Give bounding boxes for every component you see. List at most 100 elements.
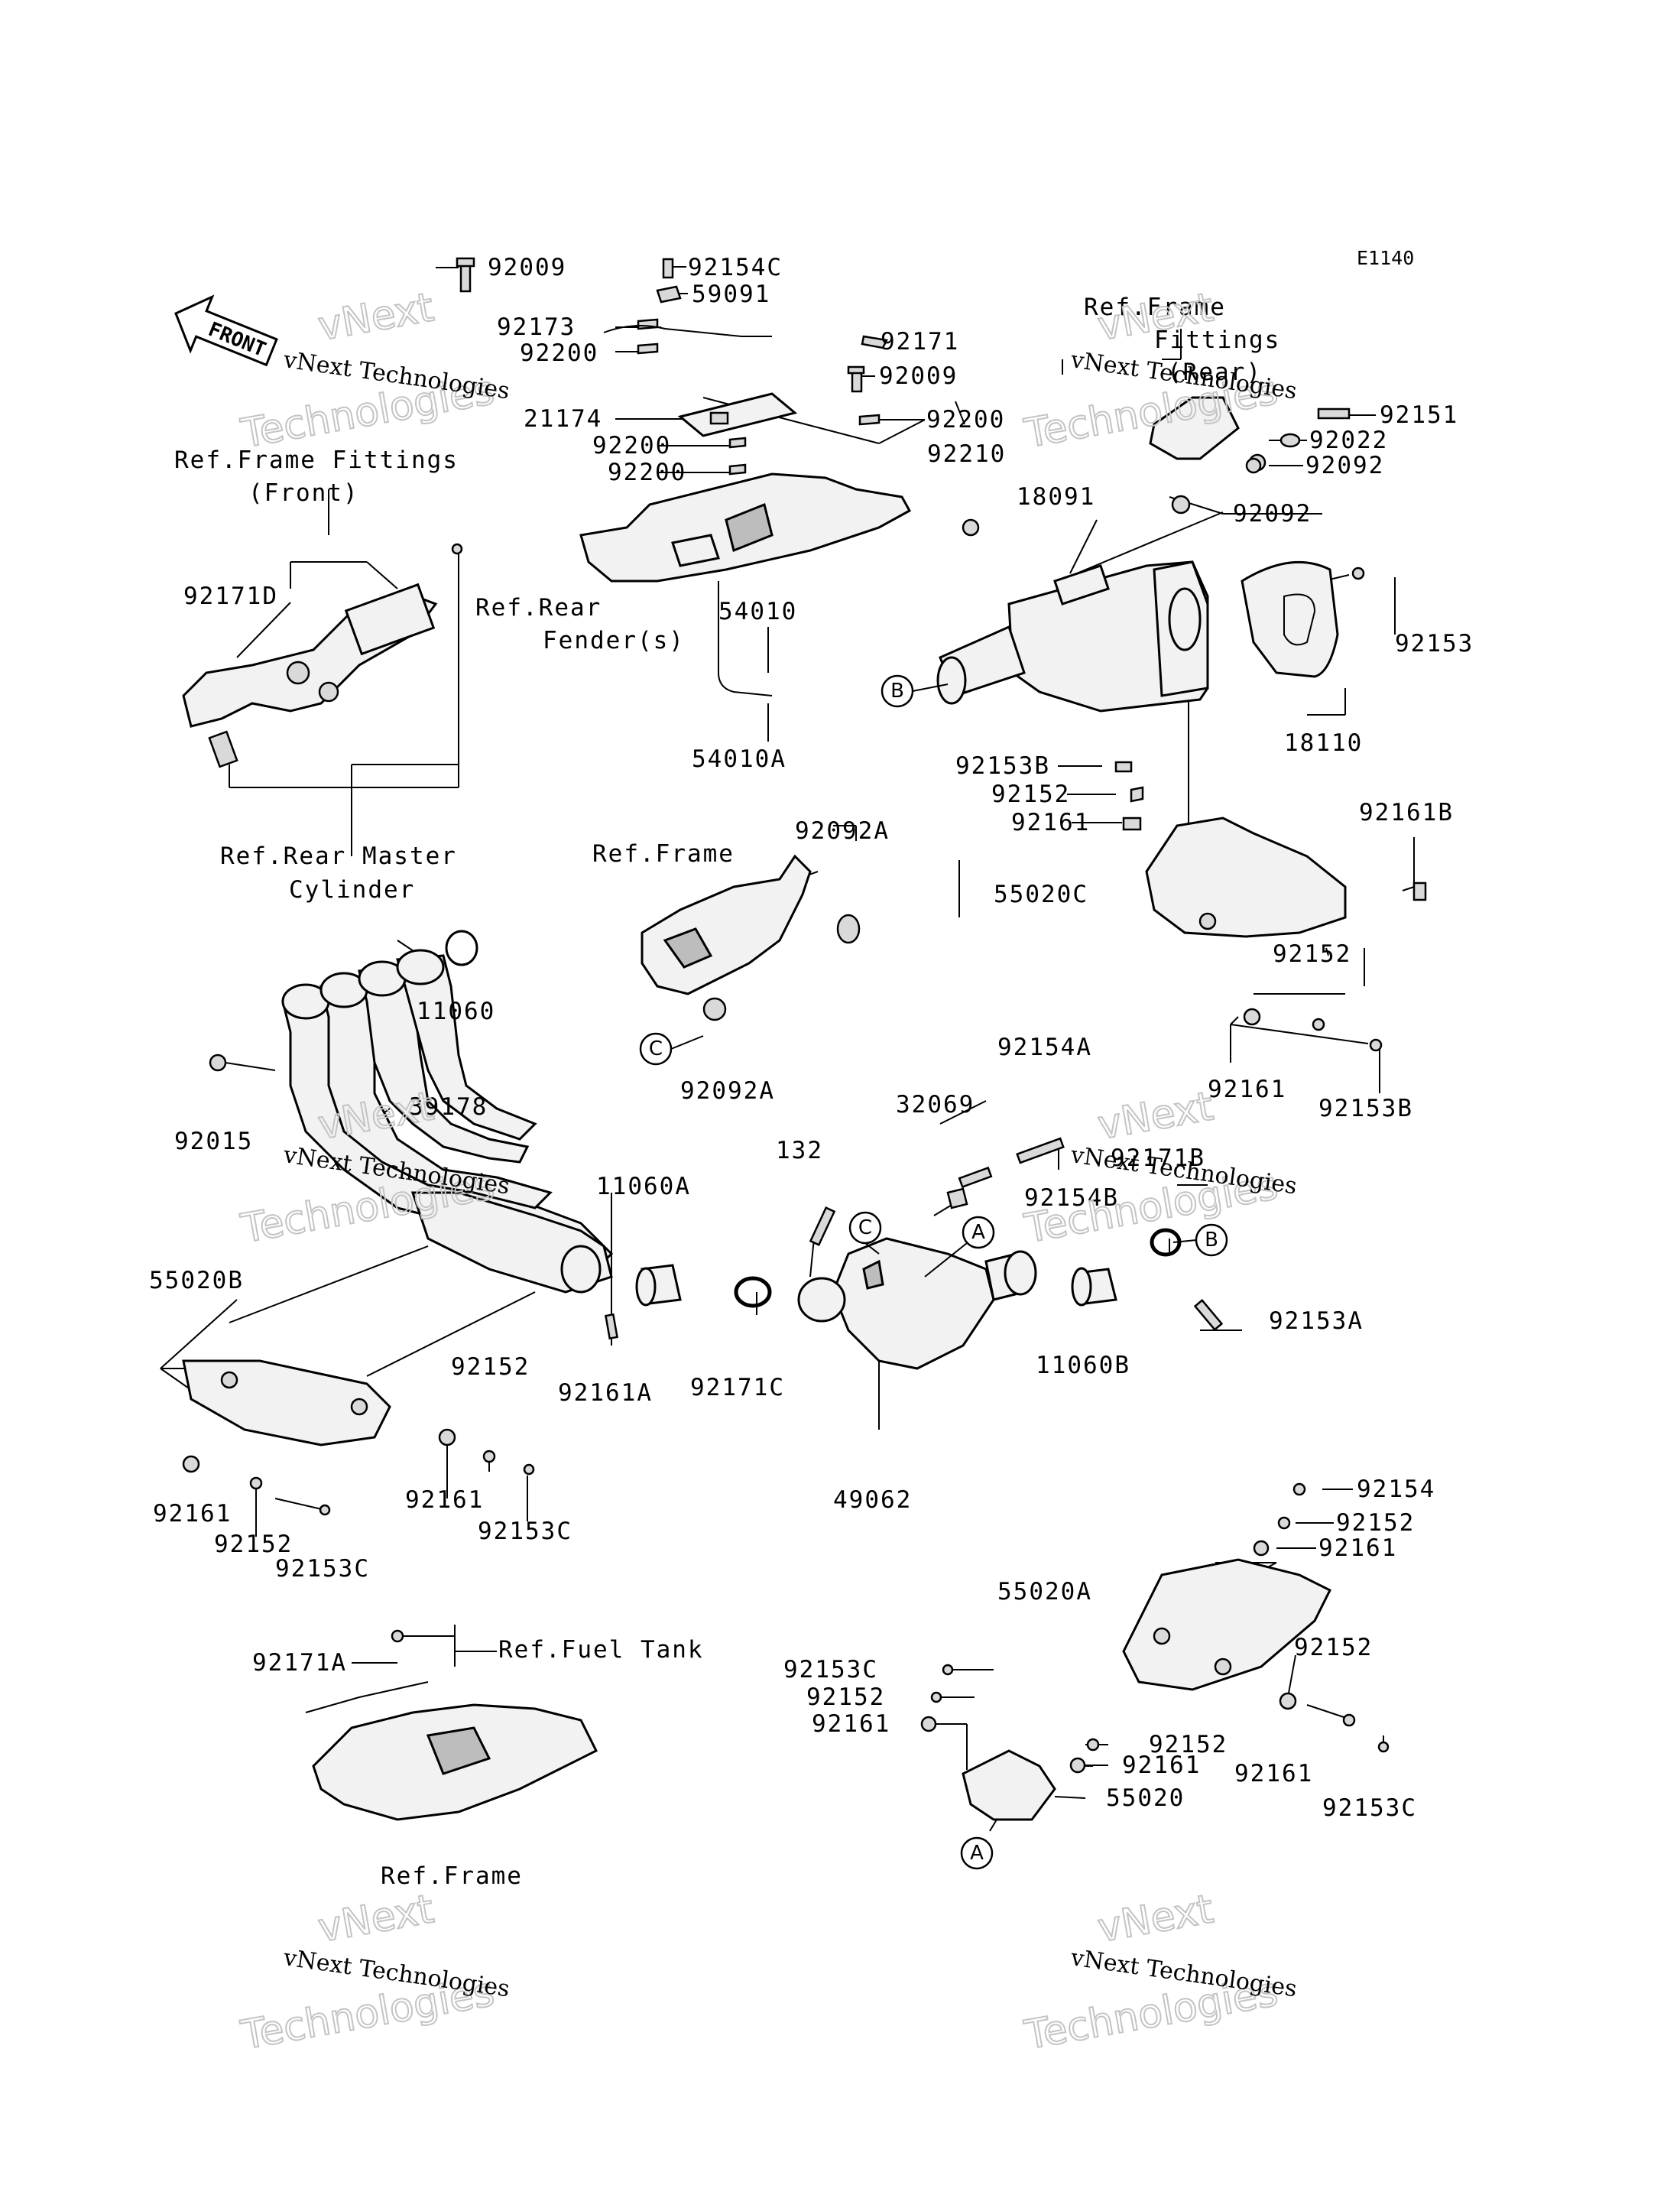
- muffler-body: [936, 518, 1209, 713]
- part-label: 92153B: [955, 752, 1050, 780]
- part-label: 92161B: [1359, 799, 1454, 826]
- ref-frame-fittings-front-sub: (Front): [248, 479, 359, 507]
- part-label: 92153C: [783, 1656, 878, 1683]
- part-label: 92152: [991, 781, 1070, 808]
- svg-text:C: C: [649, 1037, 663, 1060]
- svg-text:A: A: [970, 1842, 984, 1865]
- watermark-1: vNext Technologies vNext Technologies: [237, 284, 511, 458]
- part-label: 92200: [926, 406, 1005, 433]
- svg-text:vNext: vNext: [1095, 1083, 1217, 1148]
- part-label: 11060B: [1036, 1352, 1130, 1379]
- heat-guard-55020c: [1114, 761, 1427, 1052]
- part-label: 11060A: [596, 1173, 691, 1200]
- part-label: 92092A: [680, 1077, 775, 1105]
- part-label: 92161: [405, 1486, 484, 1514]
- part-label: 92161: [153, 1500, 232, 1528]
- part-label: 92153B: [1318, 1095, 1413, 1122]
- part-label: 55020B: [149, 1267, 244, 1294]
- part-label: 92152: [1273, 940, 1351, 968]
- part-label: 92161: [1011, 809, 1090, 836]
- callout-b-top: B: [881, 674, 914, 708]
- svg-text:vNext: vNext: [1095, 1886, 1217, 1951]
- part-label: 92152: [1336, 1509, 1415, 1537]
- ref-fuel-tank: Ref.Fuel Tank: [498, 1636, 704, 1664]
- part-label: 92092: [1305, 452, 1384, 479]
- part-label: 55020: [1106, 1784, 1185, 1812]
- ref-rear-fender-sub: Fender(s): [543, 627, 685, 654]
- svg-text:C: C: [858, 1216, 872, 1239]
- callout-c-low: C: [848, 1211, 882, 1245]
- part-label: 92153A: [1269, 1307, 1364, 1335]
- part-label: 59091: [692, 281, 770, 308]
- part-label: 92171C: [690, 1374, 785, 1401]
- bottom-frame: [305, 1629, 598, 1821]
- part-label: 92161: [1122, 1752, 1201, 1779]
- part-label: 92161: [812, 1710, 890, 1738]
- part-label: 92153C: [275, 1555, 370, 1583]
- part-label: 92161: [1234, 1760, 1313, 1787]
- part-label: 92009: [488, 254, 566, 281]
- top-hardware: [456, 257, 888, 476]
- part-label: 92200: [520, 339, 598, 367]
- part-label: 92154C: [688, 254, 783, 281]
- part-label: 92173: [497, 313, 576, 341]
- part-label: 32069: [896, 1091, 975, 1118]
- part-label: 92154B: [1024, 1184, 1119, 1212]
- svg-text:vNext: vNext: [315, 284, 437, 349]
- part-label: 92154A: [997, 1034, 1092, 1061]
- ref-rear-fender: Ref.Rear: [475, 594, 602, 622]
- part-label: 55020A: [997, 1578, 1092, 1605]
- ref-frame-fittings-front: Ref.Frame Fittings: [174, 446, 459, 474]
- ref-frame-fittings-rear: Ref.Frame: [1084, 294, 1226, 321]
- part-label: 92151: [1380, 401, 1458, 429]
- part-label: 92210: [927, 440, 1006, 468]
- svg-text:B: B: [890, 680, 904, 703]
- part-label: 21174: [524, 405, 602, 433]
- front-frame-fitting: [182, 543, 463, 768]
- part-label: 54010: [718, 598, 797, 625]
- part-label: 92171: [881, 328, 959, 356]
- part-label: 92022: [1309, 427, 1388, 454]
- part-label: 92154: [1357, 1476, 1435, 1503]
- heat-guard-55020: [920, 1664, 1100, 1821]
- part-label: 92152: [1149, 1731, 1228, 1758]
- part-label: 92161: [1318, 1534, 1397, 1562]
- ref-frame-mid: Ref.Frame: [592, 840, 735, 868]
- ref-frame-bottom: Ref.Frame: [381, 1862, 523, 1890]
- svg-text:B: B: [1205, 1229, 1218, 1252]
- muffler-end-cap: [1241, 560, 1365, 678]
- ref-frame-fittings-rear-sub: Fittings: [1154, 326, 1280, 354]
- part-labels: 92009 92154C 59091 92173 92200 92171 920…: [149, 254, 1472, 1822]
- diagram-code: E1140: [1357, 247, 1414, 269]
- part-label: 92171D: [183, 583, 278, 610]
- part-label: 92015: [174, 1128, 253, 1155]
- watermark-6: vNext Technologies vNext Technologies: [1020, 1885, 1299, 2060]
- part-label: 92153C: [478, 1518, 572, 1545]
- part-label: 92171A: [252, 1649, 347, 1677]
- callout-b-right: B: [1195, 1223, 1228, 1257]
- rear-frame-fitting: [1149, 396, 1351, 515]
- watermark-5: vNext Technologies vNext Technologies: [237, 1885, 511, 2060]
- part-label: 18110: [1284, 729, 1363, 757]
- watermark-4: vNext Technologies vNext Technologies: [1020, 1083, 1299, 1253]
- reference-labels: Ref.Frame Fittings (Front) Ref.Rear Mast…: [174, 294, 1280, 1890]
- part-label: 92161: [1208, 1076, 1286, 1103]
- part-label: 92092: [1233, 500, 1312, 528]
- ref-rear-master-sub: Cylinder: [289, 876, 415, 904]
- ref-rear-master: Ref.Rear Master: [220, 843, 457, 870]
- heat-guard-55020a: [1122, 1482, 1390, 1753]
- svg-text:A: A: [971, 1221, 985, 1244]
- exhaust-header: [209, 930, 614, 1294]
- callout-a-mid: A: [962, 1216, 995, 1249]
- part-label: 92092A: [795, 817, 890, 845]
- heat-guard-55020b: [182, 1359, 535, 1516]
- callout-c-mid: C: [639, 1032, 673, 1066]
- part-label: 18091: [1017, 483, 1095, 511]
- pre-chamber-49062: [797, 1237, 1037, 1370]
- callout-a-bottom: A: [960, 1836, 994, 1870]
- part-label: 92009: [879, 362, 958, 390]
- part-label: 92152: [451, 1353, 530, 1381]
- rear-fender-assembly: [579, 392, 912, 696]
- part-label: 39178: [409, 1093, 488, 1121]
